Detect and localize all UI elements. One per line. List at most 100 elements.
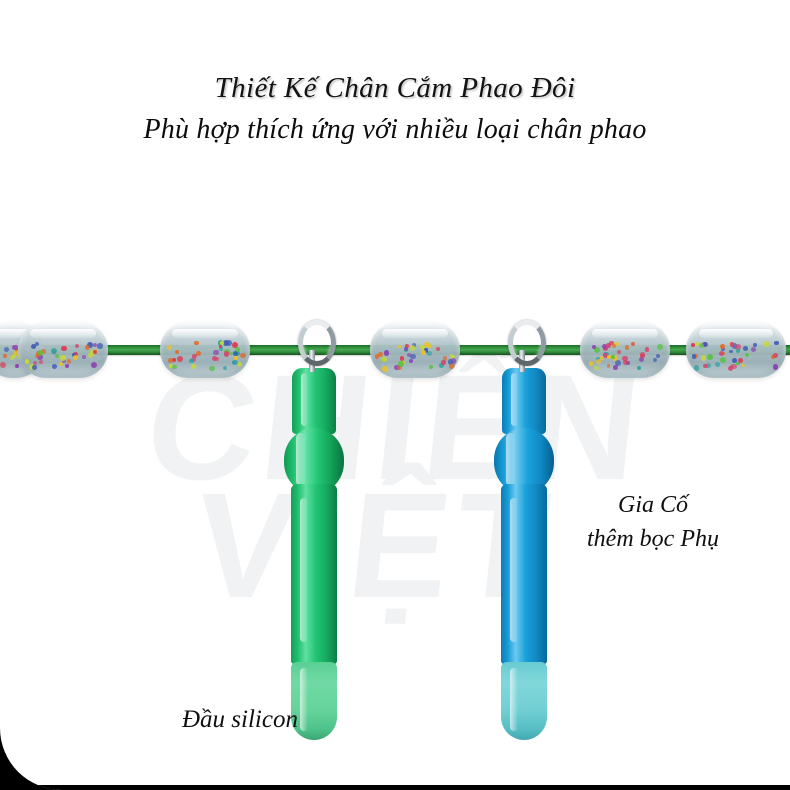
speckle <box>59 361 64 366</box>
heading-block: Thiết Kế Chân Cắm Phao Đôi Phù hợp thích… <box>0 68 790 152</box>
float-seat-neck <box>292 368 336 434</box>
speckle <box>720 344 725 350</box>
speckle <box>412 343 417 348</box>
speckle <box>218 344 223 349</box>
speckle <box>606 355 611 360</box>
speckle <box>610 355 616 360</box>
speckle <box>601 344 607 349</box>
speckle <box>85 345 91 350</box>
speckle <box>50 348 57 355</box>
speckle <box>441 360 446 365</box>
speckle <box>60 355 67 362</box>
speckle <box>12 353 17 359</box>
speckle <box>34 353 40 359</box>
page-title: Thiết Kế Chân Cắm Phao Đôi <box>214 72 576 104</box>
silicone-tip-annotation: Đầu silicon <box>182 706 298 733</box>
speckle <box>229 351 233 356</box>
speckle <box>623 360 629 366</box>
speckle <box>727 365 733 372</box>
speckle <box>175 350 180 355</box>
speckle <box>32 364 38 370</box>
speckle <box>167 344 173 351</box>
speckle <box>656 353 661 358</box>
speckle <box>450 358 457 365</box>
bobber-stop <box>18 322 108 378</box>
speckle <box>420 345 425 350</box>
speckle <box>732 357 738 363</box>
speckle <box>701 355 707 361</box>
speckle <box>61 359 66 363</box>
speckle <box>172 364 177 369</box>
speckle <box>595 358 601 364</box>
speckle <box>600 355 605 360</box>
speckle <box>702 341 709 348</box>
green-float-seat <box>284 368 344 740</box>
speckle <box>693 365 700 372</box>
speckle <box>423 348 429 353</box>
speckle <box>714 361 720 367</box>
speckle <box>707 353 713 360</box>
speckle <box>41 349 47 355</box>
speckle <box>593 347 600 354</box>
speckle <box>97 343 104 349</box>
speckle <box>720 357 726 363</box>
speckle <box>383 350 390 356</box>
speckle <box>87 342 94 349</box>
speckle <box>407 353 411 357</box>
speckle <box>90 350 95 355</box>
speckle <box>222 340 229 346</box>
speckle <box>37 350 44 356</box>
speckle <box>753 342 758 347</box>
reinforcement-annotation-line-2: thêm bọc Phụ <box>587 526 719 552</box>
speckle <box>72 355 78 361</box>
speckle <box>15 364 20 368</box>
speckle <box>4 347 10 353</box>
bobber-stop <box>370 322 460 378</box>
speckle <box>233 351 239 357</box>
speckle <box>741 363 745 368</box>
speckle <box>12 345 18 351</box>
speckle <box>38 359 43 365</box>
speckle <box>75 343 80 349</box>
speckle <box>375 354 380 359</box>
float-seat-neck <box>502 368 546 434</box>
speckle <box>397 360 404 367</box>
speckle <box>409 345 415 351</box>
speckle <box>29 364 35 370</box>
speckle <box>177 356 184 363</box>
speckle <box>51 363 57 369</box>
reinforcement-annotation-line-1: Gia Cố <box>617 492 688 518</box>
speckle <box>381 356 387 363</box>
speckle <box>37 353 43 360</box>
speckle <box>211 356 218 362</box>
speckle <box>691 342 696 347</box>
speckle <box>729 342 735 347</box>
speckle <box>442 356 448 361</box>
speckle <box>772 353 778 358</box>
speckle <box>729 349 733 354</box>
speckle <box>694 342 699 346</box>
speckle <box>609 340 614 346</box>
bobber-stop <box>686 322 786 378</box>
speckle <box>404 344 409 348</box>
speckle <box>594 365 599 371</box>
speckle <box>25 359 30 364</box>
speckle <box>236 362 242 368</box>
frame-bottom-edge <box>0 785 790 790</box>
speckle <box>699 342 704 348</box>
speckle <box>426 350 433 357</box>
speckle <box>706 362 712 368</box>
speckle <box>196 351 201 356</box>
speckle <box>410 353 416 360</box>
speckle <box>656 344 663 350</box>
speckle <box>92 343 97 348</box>
speckle <box>34 342 39 347</box>
bobber-stop <box>160 322 250 378</box>
speckle <box>396 364 402 370</box>
speckle <box>171 358 176 363</box>
speckle <box>381 365 388 372</box>
speckle <box>449 353 454 358</box>
speckle <box>218 346 223 351</box>
speckle <box>220 340 225 346</box>
speckle <box>213 349 219 356</box>
